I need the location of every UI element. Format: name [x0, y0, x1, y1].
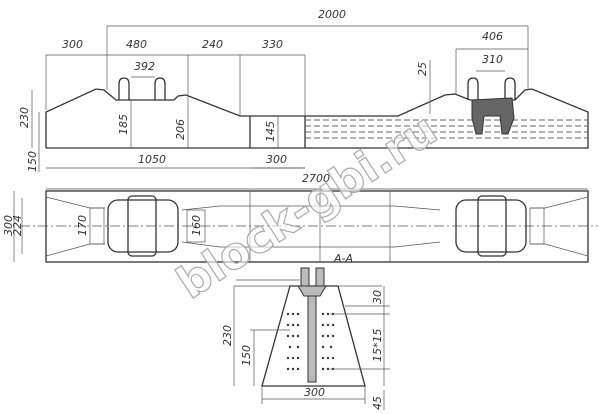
dim-230: 230 [18, 107, 31, 128]
dim-section-300: 300 [304, 386, 325, 399]
anchor-insert [297, 267, 327, 383]
rail-fastening-right [467, 77, 516, 135]
dimension-lines [31, 25, 588, 190]
dim-section-150: 150 [240, 345, 253, 366]
dim-145: 145 [264, 121, 277, 142]
dim-330: 330 [262, 38, 283, 51]
rail-seat-right [455, 199, 527, 253]
dim-25: 25 [416, 62, 429, 76]
dim-310: 310 [482, 53, 503, 66]
dim-section-45: 45 [371, 396, 384, 410]
dim-406: 406 [482, 30, 503, 43]
dim-section-30: 30 [371, 290, 384, 304]
dim-224: 224 [11, 215, 24, 236]
reinforcement-lines [305, 119, 588, 139]
dim-206: 206 [174, 119, 187, 140]
dim-150: 150 [26, 151, 39, 172]
section-title: А-А [333, 252, 353, 265]
rail-seat-left [107, 199, 179, 253]
rail-clip-left [118, 77, 166, 100]
dim-185: 185 [117, 114, 130, 135]
side-view: 2000 300 480 240 330 406 310 392 25 230 … [18, 8, 589, 190]
dim-plan-300: 300 [2, 215, 15, 236]
rebar-dots [286, 312, 335, 371]
dim-170: 170 [76, 215, 89, 236]
dim-section-spacing: 15*15 [371, 329, 384, 363]
dim-300-end: 300 [62, 38, 83, 51]
dim-392: 392 [134, 60, 155, 73]
plan-outline [45, 190, 589, 263]
dim-2000: 2000 [318, 8, 346, 21]
plan-view: 300 224 170 160 [2, 190, 598, 263]
dim-1050: 1050 [138, 153, 166, 166]
dim-2700: 2700 [302, 172, 330, 185]
dim-160: 160 [190, 215, 203, 236]
sleeper-profile [45, 88, 589, 149]
section-a-a: А-А 230 150 30 15*15 300 45 [221, 252, 390, 410]
dim-section-230: 230 [221, 325, 234, 346]
dim-300-middle: 300 [266, 153, 287, 166]
dim-240: 240 [202, 38, 223, 51]
dim-480: 480 [126, 38, 147, 51]
